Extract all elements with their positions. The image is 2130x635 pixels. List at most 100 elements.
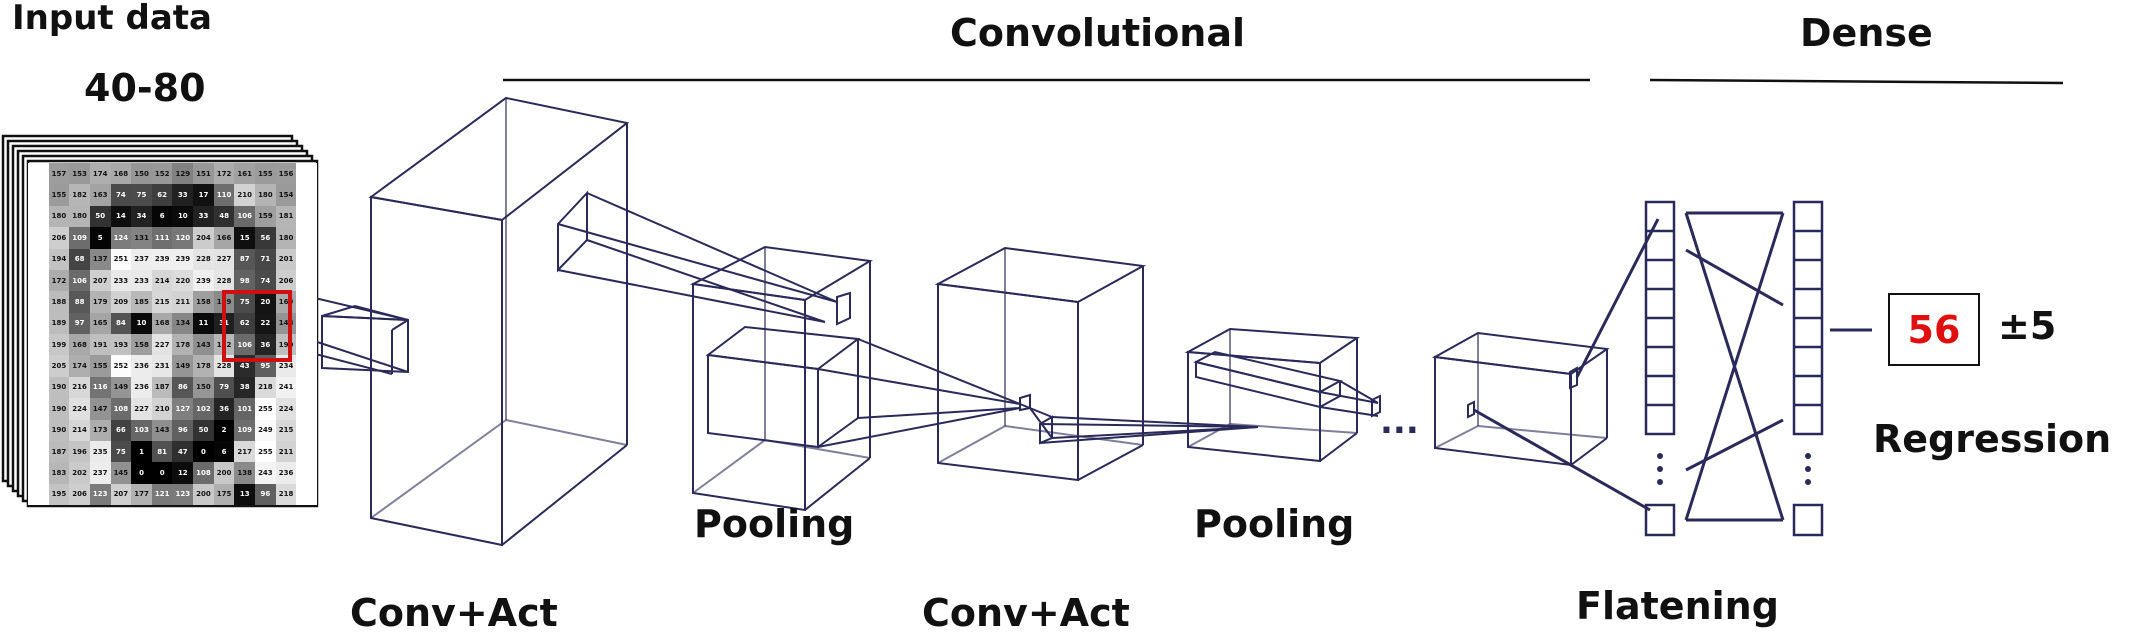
- pixel-cell: 10: [172, 205, 194, 228]
- pixel-cell: 217: [234, 440, 256, 463]
- pixel-cell: 174: [89, 163, 111, 185]
- pixel-cell: 50: [193, 419, 214, 441]
- pixel-cell-blank: [296, 227, 317, 249]
- pixel-cell: 241: [275, 376, 297, 399]
- pixel-cell: 252: [110, 355, 132, 377]
- pixel-cell: 56: [255, 227, 276, 249]
- pixel-cell: 166: [213, 227, 235, 249]
- pixel-cell: 0: [151, 462, 173, 484]
- pixel-cell: 106: [69, 269, 90, 292]
- pixel-cell-blank: [28, 184, 49, 206]
- pixel-cell: 108: [193, 462, 214, 484]
- pixel-cell-blank: [28, 269, 49, 292]
- flattening-label: Flatening: [1576, 584, 1779, 628]
- pixel-cell: 75: [234, 291, 256, 313]
- conv-act-label-2: Conv+Act: [922, 591, 1130, 635]
- pixel-cell: 163: [89, 184, 111, 206]
- pixel-cell: 182: [69, 184, 90, 206]
- pixel-cell: 81: [151, 440, 173, 463]
- pixel-cell: 195: [48, 483, 70, 505]
- pixel-cell: 106: [234, 205, 256, 228]
- pixel-cell: 235: [89, 440, 111, 463]
- conv2-kernel: [1019, 403, 1259, 445]
- pixel-cell: 228: [213, 269, 235, 292]
- pixel-cell: 201: [275, 248, 297, 270]
- pixel-cell: 173: [89, 419, 111, 441]
- pixel-cell: 209: [110, 291, 132, 313]
- pixel-cell: 5: [89, 227, 111, 249]
- pixel-cell: 239: [172, 248, 194, 270]
- pixel-cell: 180: [69, 205, 90, 228]
- pixel-cell: 187: [48, 440, 70, 463]
- pixel-cell: 137: [89, 248, 111, 270]
- pixel-cell: 180: [48, 205, 70, 228]
- pixel-cell: 47: [172, 440, 194, 463]
- pixel-cell: 210: [234, 184, 256, 206]
- pixel-cell: 249: [255, 419, 276, 441]
- pixel-cell: 75: [131, 184, 152, 206]
- pixel-cell: 101: [234, 398, 256, 420]
- pixel-cell: 181: [275, 205, 297, 228]
- pixel-cell: 110: [213, 184, 235, 206]
- pool2-inner-box: [1193, 350, 1381, 418]
- pixel-cell-blank: [28, 312, 49, 334]
- pixel-cell: 206: [69, 483, 90, 505]
- pixel-cell: 236: [131, 355, 152, 377]
- pixel-cell-blank: [28, 227, 49, 249]
- pixel-cell: 228: [193, 248, 214, 270]
- pixel-cell: 214: [151, 269, 173, 292]
- pixel-cell-blank: [28, 205, 49, 228]
- regression-output-value: 56: [1907, 307, 1961, 352]
- pixel-cell: 149: [110, 376, 132, 399]
- pixel-cell: 15: [234, 227, 256, 249]
- pixel-cell: 134: [172, 312, 194, 334]
- conv-act-label-1: Conv+Act: [350, 591, 558, 635]
- pixel-cell: 17: [193, 184, 214, 206]
- pixel-cell: 131: [131, 227, 152, 249]
- pixel-cell: 156: [275, 163, 297, 185]
- pixel-cell: 177: [131, 483, 152, 505]
- pixel-cell-blank: [28, 291, 49, 313]
- pixel-cell: 216: [69, 376, 90, 399]
- pixel-cell-blank: [296, 355, 317, 377]
- pixel-cell: 10: [131, 312, 152, 334]
- pixel-cell: 33: [172, 184, 194, 206]
- pixel-cell: 206: [275, 269, 297, 292]
- pixel-cell-blank: [296, 291, 317, 313]
- pixel-cell: 138: [234, 462, 256, 484]
- regression-label: Regression: [1873, 417, 2112, 461]
- pixel-cell: 97: [69, 312, 90, 334]
- pixel-cell: 149: [172, 355, 194, 377]
- pixel-cell: 168: [110, 163, 132, 185]
- pixel-cell: 20: [255, 291, 276, 313]
- pixel-cell: 74: [255, 269, 276, 292]
- pixel-cell: 0: [193, 440, 214, 463]
- pixel-cell: 145: [110, 462, 132, 484]
- pixel-cell: 86: [172, 376, 194, 399]
- pixel-cell: 0: [131, 462, 152, 484]
- pixel-cell: 152: [151, 163, 173, 185]
- pixel-cell: 200: [193, 483, 214, 505]
- conv2-volume: [934, 246, 1147, 482]
- dense-vector: [1792, 200, 1824, 537]
- pixel-cell: 255: [255, 398, 276, 420]
- pixel-cell-blank: [28, 483, 49, 505]
- pixel-cell: 185: [131, 291, 152, 313]
- pixel-cell-blank: [28, 440, 49, 463]
- pixel-cell: 178: [172, 334, 194, 356]
- pixel-cell: 200: [213, 462, 235, 484]
- pixel-cell: 215: [151, 291, 173, 313]
- pooling-label-2: Pooling: [1194, 502, 1355, 546]
- pixel-cell: 191: [89, 334, 111, 356]
- pixel-cell: 172: [48, 269, 70, 292]
- pixel-cell: 6: [213, 440, 235, 463]
- pixel-cell: 88: [69, 291, 90, 313]
- pixel-cell: 187: [151, 376, 173, 399]
- pixel-cell-blank: [28, 419, 49, 441]
- pixel-cell: 194: [48, 248, 70, 270]
- pixel-cell: 211: [172, 291, 194, 313]
- flatten-vector: [1644, 200, 1676, 537]
- pixel-cell: 14: [110, 205, 132, 228]
- flatten-connections: [1473, 218, 1660, 512]
